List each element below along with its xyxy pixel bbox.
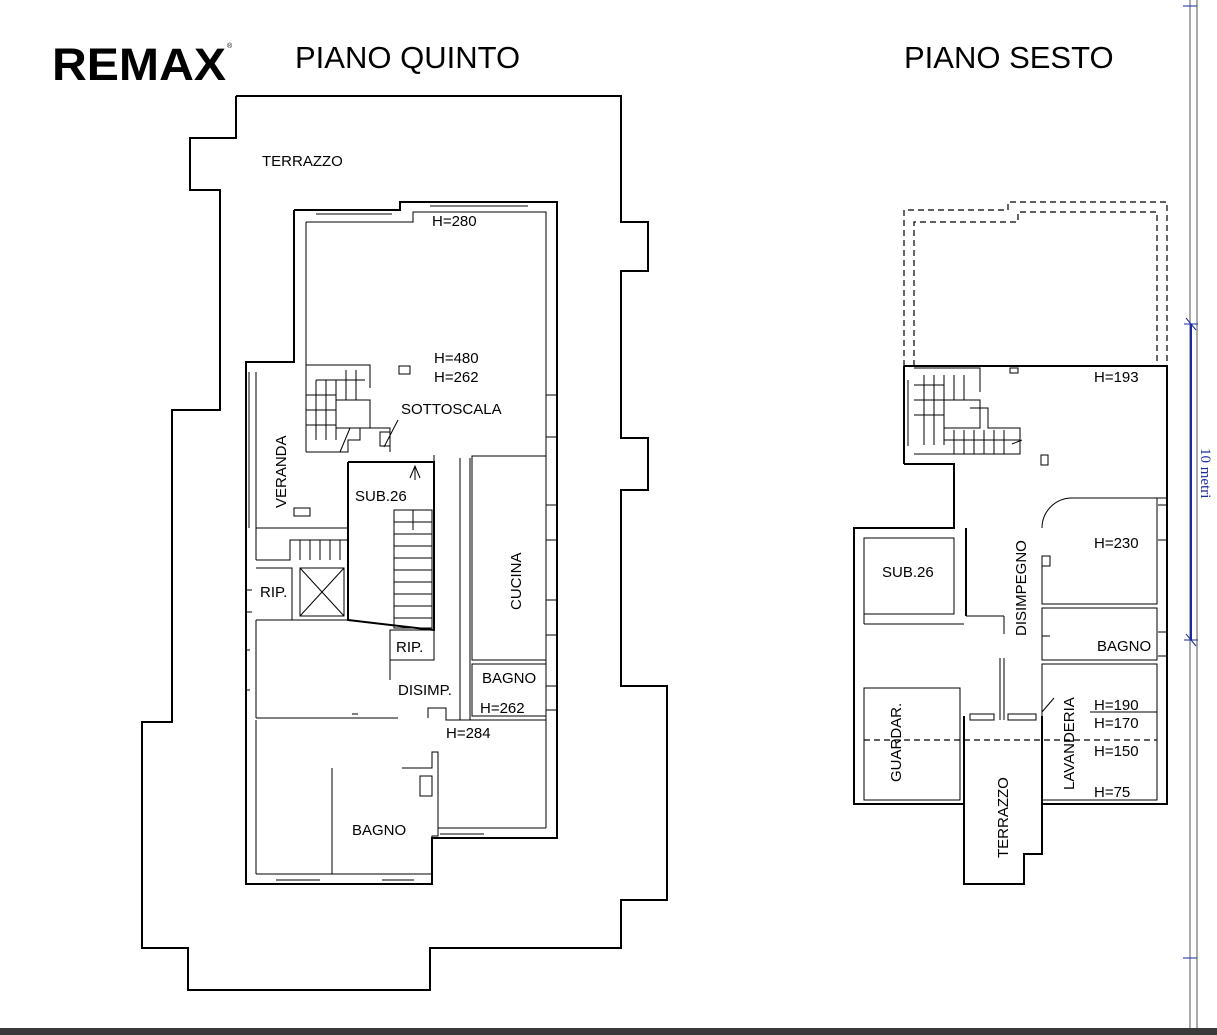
registered-mark-icon: ® — [227, 42, 233, 50]
height-label: H=230 — [1094, 535, 1139, 552]
laundry-room — [1041, 663, 1158, 801]
small-terrace — [963, 716, 1043, 885]
room-label-sub26: SUB.26 — [355, 488, 407, 505]
height-label: H=75 — [1094, 784, 1130, 801]
veranda-area — [248, 372, 348, 561]
height-label: H=262 — [480, 700, 525, 717]
apartment-outline — [245, 201, 558, 885]
bedroom-room — [1041, 497, 1158, 605]
bathroom-small — [471, 663, 547, 717]
plan-sixth-floor: H=193 SUB.26 DISIMPEGNO H=230 BAGNO GUAR… — [853, 201, 1168, 885]
room-label-sottoscala: SOTTOSCALA — [401, 401, 502, 418]
terrace-outline — [141, 95, 668, 991]
bathroom-sesto — [1041, 607, 1158, 661]
room-label-sub26-sesto: SUB.26 — [882, 564, 934, 581]
height-label: H=150 — [1094, 743, 1139, 760]
height-label: H=284 — [446, 725, 491, 742]
remax-logo: REMAX — [52, 39, 226, 90]
bottom-border — [0, 1028, 1217, 1035]
room-label-terrazzo-sesto: TERRAZZO — [995, 777, 1012, 858]
room-label-cucina: CUCINA — [508, 552, 525, 610]
roof-outline-dashed — [903, 201, 1168, 366]
skylight-marker-sesto — [1040, 454, 1049, 466]
height-label: H=262 — [434, 369, 479, 386]
height-label: H=170 — [1094, 715, 1139, 732]
height-label: H=280 — [432, 213, 477, 230]
height-label: H=480 — [434, 350, 479, 367]
room-label-bagno-large: BAGNO — [352, 822, 406, 839]
room-label-guardaroba: GUARDAR. — [888, 703, 905, 782]
shaft — [299, 567, 345, 617]
room-label-bagno-small: BAGNO — [482, 670, 536, 687]
scale-bar-label: 10 metri — [1197, 448, 1213, 498]
room-label-disimp: DISIMP. — [398, 682, 452, 699]
storage-right — [389, 629, 435, 661]
stairs-sesto — [907, 367, 1023, 455]
apartment-outline-sesto — [904, 365, 1168, 805]
plan-fifth-floor: TERRAZZO H=280 H=480 H=262 SOTTOSCALA VE… — [141, 95, 668, 991]
scale-bar: 10 metri — [1183, 0, 1213, 1030]
room-label-terrazzo: TERRAZZO — [262, 153, 343, 170]
room-label-lavanderia: LAVANDERIA — [1061, 697, 1078, 790]
kitchen — [471, 455, 547, 661]
room-label-rip-left: RIP. — [260, 584, 287, 601]
room-label-rip-right: RIP. — [396, 639, 423, 656]
bathroom-large — [331, 751, 439, 875]
sub26-room — [863, 537, 955, 615]
wardrobe-room — [863, 687, 961, 801]
title-piano-sesto: PIANO SESTO — [904, 40, 1114, 75]
height-label: H=190 — [1094, 697, 1139, 714]
room-label-bagno-sesto: BAGNO — [1097, 638, 1151, 655]
up-arrow-icon — [409, 464, 421, 480]
room-label-veranda: VERANDA — [273, 435, 290, 508]
skylight-marker — [398, 365, 411, 375]
height-label: H=193 — [1094, 369, 1139, 386]
title-piano-quinto: PIANO QUINTO — [295, 40, 520, 75]
stairs-upper — [306, 364, 391, 453]
room-label-disimpegno: DISIMPEGNO — [1013, 540, 1030, 636]
